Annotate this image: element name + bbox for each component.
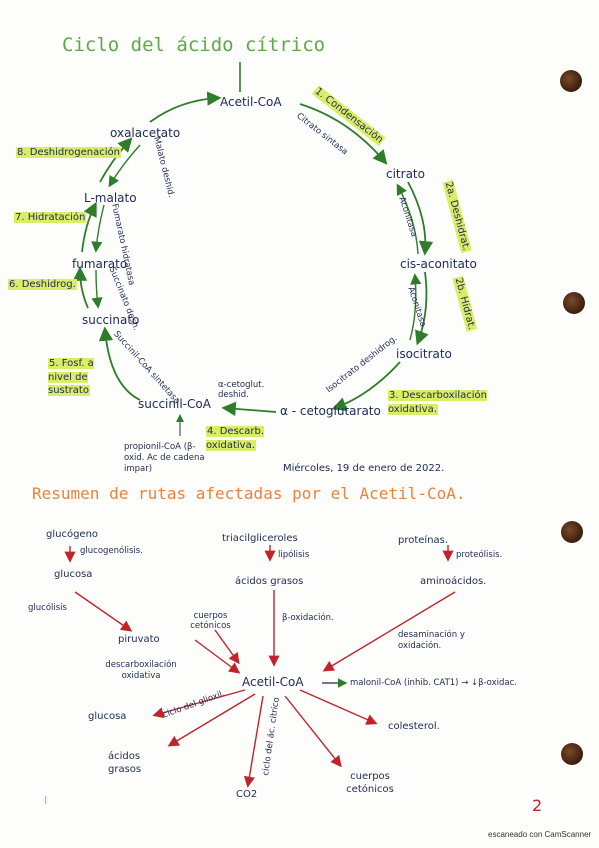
step-6: 6. Deshidrog.	[8, 279, 77, 290]
scanner-watermark: escaneado con CamScanner	[488, 830, 592, 839]
node-citrato: citrato	[386, 167, 425, 181]
step-5: 5. Fosf. a nivel de sustrato	[48, 358, 94, 396]
date: Miércoles, 19 de enero de 2022.	[283, 463, 445, 474]
acetil-coa-center: Acetil-CoA	[242, 675, 304, 689]
node-isocitrato: isocitrato	[396, 347, 452, 361]
glucogenolisis: glucogenólisis.	[80, 546, 143, 556]
cycle-title: Ciclo del ácido cítrico	[62, 34, 326, 56]
page-number: 2	[532, 796, 543, 815]
glucosa-out: glucosa	[88, 711, 127, 722]
step-3: 3. Descarboxilación oxidativa.	[388, 390, 488, 415]
step-7: 7. Hidratación	[14, 212, 87, 223]
proteolisis: proteólisis.	[456, 550, 503, 560]
node-l-malato: L-malato	[84, 191, 137, 205]
acidos-grasos-top: ácidos grasos	[235, 576, 304, 587]
node-fumarato: fumarato	[72, 257, 128, 271]
desaminacion: desaminación y oxidación.	[398, 630, 465, 652]
binder-hole	[563, 292, 585, 314]
node-cis-aconitato: cis-aconitato	[400, 257, 477, 271]
proteinas: proteínas.	[398, 535, 449, 546]
acidos-grasos-out: ácidos grasos	[108, 751, 142, 775]
cuerpos-cetonicos-in: cuerpos cetónicos	[190, 611, 231, 632]
binder-hole	[560, 70, 582, 92]
malonil-coa: malonil-CoA (inhib. CAT1) → ↓β-oxidac.	[350, 678, 517, 688]
piruvato: piruvato	[118, 634, 160, 645]
glucolisis: glucólisis	[28, 603, 67, 613]
node-succinato: succinato	[82, 313, 140, 327]
node-cetoglutarato: α - cetoglutarato	[280, 404, 381, 418]
step-4: 4. Descarb. oxidativa.	[206, 426, 265, 451]
beta-oxidacion: β-oxidación.	[282, 613, 334, 623]
aminoacidos: aminoácidos.	[420, 576, 487, 587]
colesterol: colesterol.	[388, 721, 440, 732]
node-oxalacetato: oxalacetato	[110, 126, 181, 140]
glucosa-top: glucosa	[54, 569, 93, 580]
enzyme-cetoglut-deshid: α-cetoglut. deshid.	[218, 380, 265, 401]
propionil-note: propionil-CoA (β-oxid. Ac de cadena impa…	[124, 442, 205, 475]
lipolisis: lipólisis	[278, 550, 310, 560]
node-succinil-coa: succinil-CoA	[138, 397, 211, 411]
binder-hole	[561, 521, 583, 543]
margin-mark: I	[44, 794, 48, 807]
step-8: 8. Deshidrogenación	[16, 147, 121, 158]
cuerpos-cetonicos-out: cuerpos cetónicos	[346, 771, 394, 795]
co2: CO2	[236, 789, 258, 800]
glucogeno: glucógeno	[46, 529, 99, 540]
node-acetil-coa: Acetil-CoA	[220, 95, 282, 109]
descarboxilacion: descarboxilación oxidativa	[105, 660, 177, 682]
binder-hole	[561, 743, 583, 765]
summary-title: Resumen de rutas afectadas por el Acetil…	[32, 484, 466, 503]
trigliceridos: triacilgliceroles	[222, 533, 298, 544]
